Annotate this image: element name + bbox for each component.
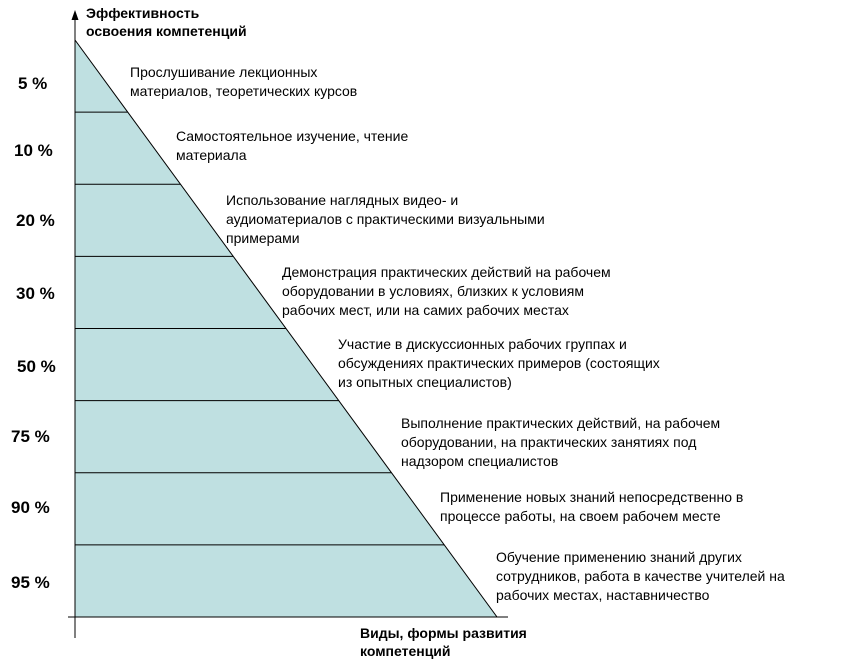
level-1-percent: 5 %	[18, 74, 48, 93]
level-8-description: Обучение применению знаний других сотруд…	[496, 549, 785, 603]
y-axis-title-line: Эффективность	[86, 5, 200, 21]
y-axis-arrowhead	[71, 10, 79, 20]
level-4-description: Демонстрация практических действий на ра…	[282, 264, 611, 318]
x-axis-title-line: компетенций	[360, 643, 451, 659]
x-axis-title: Виды, формы развития компетенций	[360, 624, 527, 660]
level-8-percent: 95 %	[11, 573, 50, 592]
level-4-percent: 30 %	[16, 284, 55, 303]
level-5-percent: 50 %	[17, 357, 56, 376]
level-3-description: Использование наглядных видео- и аудиома…	[226, 192, 545, 246]
level-5-description: Участие в дискуссионных рабочих группах …	[338, 336, 660, 390]
y-axis-title-line: освоения компетенций	[86, 23, 247, 39]
level-1-description: Прослушивание лекционных материалов, тео…	[130, 64, 358, 99]
y-axis-title: Эффективность освоения компетенций	[86, 4, 247, 40]
level-3-percent: 20 %	[16, 211, 55, 230]
x-axis-title-line: Виды, формы развития	[360, 625, 527, 641]
level-2-percent: 10 %	[14, 141, 53, 160]
level-6-percent: 75 %	[11, 427, 50, 446]
level-dividers	[75, 111, 445, 546]
level-7-percent: 90 %	[11, 498, 50, 517]
level-7-description: Применение новых знаний непосредственно …	[440, 489, 744, 524]
level-2-description: Самостоятельное изучение, чтение материа…	[176, 128, 409, 163]
level-6-description: Выполнение практических действий, на раб…	[401, 415, 721, 469]
